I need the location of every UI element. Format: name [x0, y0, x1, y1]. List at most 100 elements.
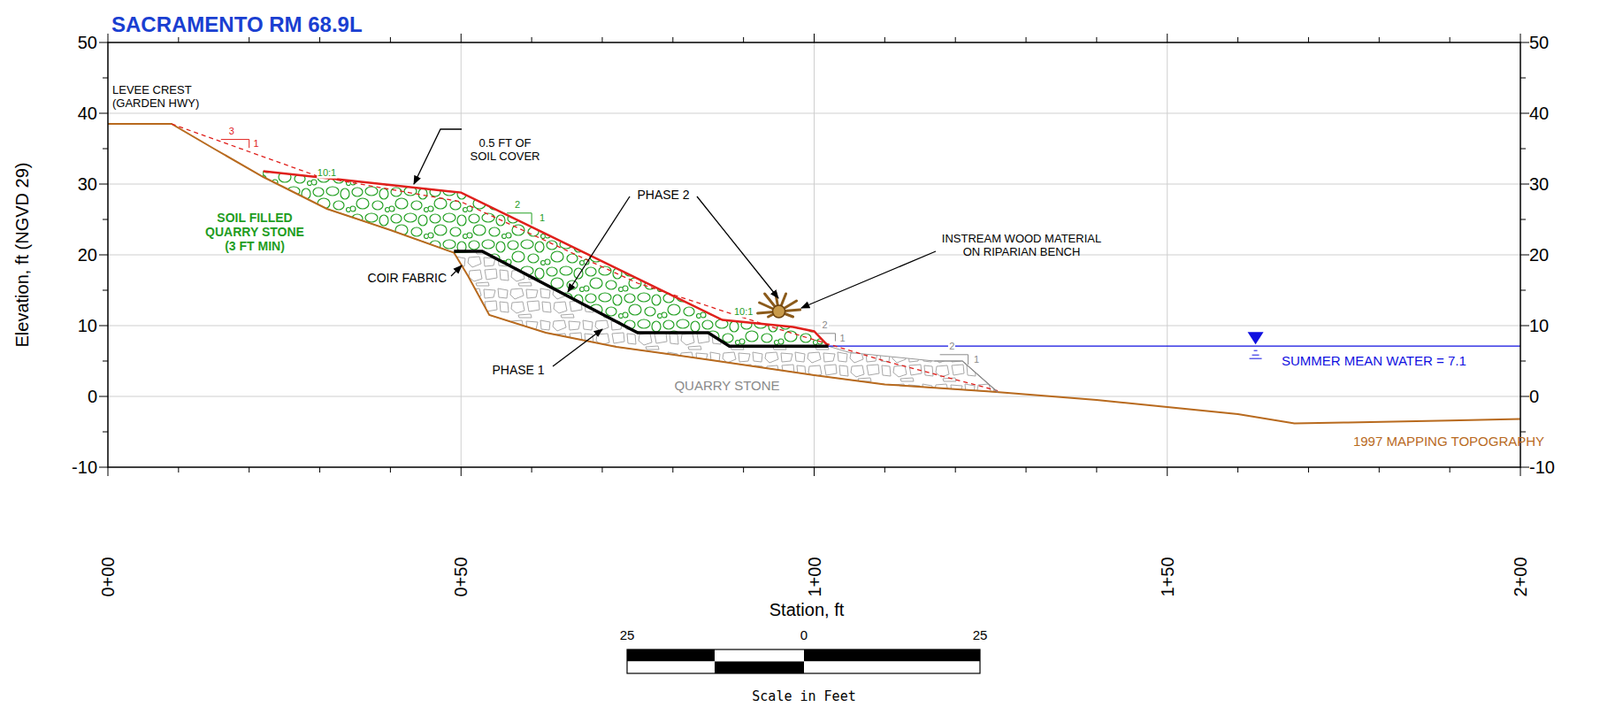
- axis-frame: [99, 33, 1530, 476]
- tick: [1520, 42, 1530, 44]
- slope-label: 10:1: [733, 306, 754, 318]
- tick: [1520, 219, 1526, 221]
- tick: [99, 325, 108, 327]
- axis-title: Station, ft: [769, 599, 845, 621]
- tick: [1166, 33, 1168, 43]
- tick: [742, 466, 744, 473]
- slope-label: 1: [972, 353, 980, 366]
- tick: [1308, 466, 1310, 473]
- slope-label: 1: [838, 331, 846, 344]
- tick: [248, 37, 250, 43]
- slope-label: 2: [513, 199, 521, 211]
- axis-tick-label: 10: [1529, 315, 1549, 337]
- station-label: 1+50: [1156, 556, 1178, 597]
- slope-label: 10:1: [316, 167, 337, 179]
- callout-label: PHASE 2: [636, 187, 689, 202]
- tick: [1449, 37, 1451, 43]
- fill-regions: [263, 171, 998, 393]
- water-symbol: [1247, 331, 1264, 345]
- grid: [107, 42, 1521, 467]
- tick: [1520, 33, 1522, 43]
- axis-tick-label: 20: [1529, 244, 1549, 266]
- axis-tick-label: 30: [1529, 174, 1549, 195]
- tick: [177, 466, 179, 473]
- tick: [1520, 77, 1526, 79]
- scale-label: 0: [800, 627, 808, 643]
- grid-line: [107, 113, 1521, 115]
- tick: [601, 37, 603, 43]
- tick: [99, 183, 108, 185]
- tick: [1025, 37, 1027, 43]
- callout-label: 0.5 FT OF SOIL COVER: [467, 137, 544, 164]
- axis-tick-label: 50: [1529, 32, 1549, 54]
- tick: [1166, 466, 1168, 476]
- axis-tick-label: -10: [71, 457, 98, 478]
- tick: [102, 148, 108, 150]
- instream-wood: [757, 291, 801, 318]
- tick: [107, 466, 109, 476]
- tick: [1520, 254, 1530, 256]
- axis-tick-label: 30: [77, 174, 98, 195]
- tick: [1378, 37, 1380, 43]
- tick: [1520, 290, 1526, 291]
- tick: [1237, 37, 1239, 43]
- tick: [1520, 360, 1526, 362]
- water-symbol: [1254, 350, 1258, 352]
- soil-cover-line: [263, 171, 829, 347]
- slope-label: 1: [252, 137, 261, 150]
- tick: [531, 466, 533, 473]
- tick: [1449, 466, 1451, 473]
- station-label: 0+50: [451, 556, 472, 597]
- material-label: QUARRY STONE: [673, 377, 780, 393]
- tick: [99, 42, 108, 44]
- tick: [672, 37, 674, 43]
- axis-tick-label: 0: [1529, 386, 1539, 407]
- callout-label: COIR FABRIC: [367, 270, 447, 285]
- tick: [601, 466, 603, 473]
- toe-outline: [933, 360, 998, 392]
- tick: [390, 466, 391, 473]
- axis-tick-label: 10: [77, 315, 98, 337]
- tick: [1520, 113, 1530, 115]
- leader-line: [451, 265, 462, 276]
- water-symbol: [1252, 354, 1260, 356]
- tick: [1520, 325, 1530, 327]
- callout-label: INSTREAM WOOD MATERIAL ON RIPARIAN BENCH: [935, 232, 1109, 260]
- tick: [460, 33, 462, 43]
- tick: [390, 37, 391, 43]
- slope-symbol: [506, 213, 532, 225]
- tick: [1025, 466, 1027, 473]
- axis-tick-label: -10: [1529, 457, 1555, 478]
- tick: [1520, 431, 1526, 433]
- leader-line: [696, 196, 779, 299]
- tick: [1095, 466, 1097, 473]
- slope-label: 2: [820, 319, 828, 331]
- water-symbol: [1249, 358, 1263, 360]
- tick: [1520, 466, 1530, 468]
- slope-label: 2: [948, 340, 956, 353]
- grid-line: [107, 254, 1521, 256]
- tick: [460, 466, 462, 476]
- slope-label: 3: [228, 125, 236, 138]
- grid-line: [107, 325, 1521, 327]
- tick: [1095, 37, 1097, 43]
- leader-line: [552, 329, 603, 367]
- tick: [99, 254, 108, 256]
- leader-line: [567, 196, 630, 292]
- tick: [102, 77, 108, 79]
- axis-tick-label: 40: [77, 103, 98, 124]
- tick: [1308, 37, 1310, 43]
- design-dashed-line: [171, 123, 998, 391]
- tick: [813, 466, 815, 476]
- water-line: [820, 345, 1521, 347]
- tick: [672, 466, 674, 473]
- coir-fabric-line: [453, 251, 828, 346]
- tick: [107, 33, 109, 43]
- leader-line: [801, 251, 936, 308]
- annotations: [221, 129, 1264, 674]
- tick: [102, 219, 108, 221]
- station-label: 2+00: [1510, 556, 1532, 597]
- water-label: SUMMER MEAN WATER = 7.1: [1281, 352, 1467, 368]
- tick: [884, 466, 886, 473]
